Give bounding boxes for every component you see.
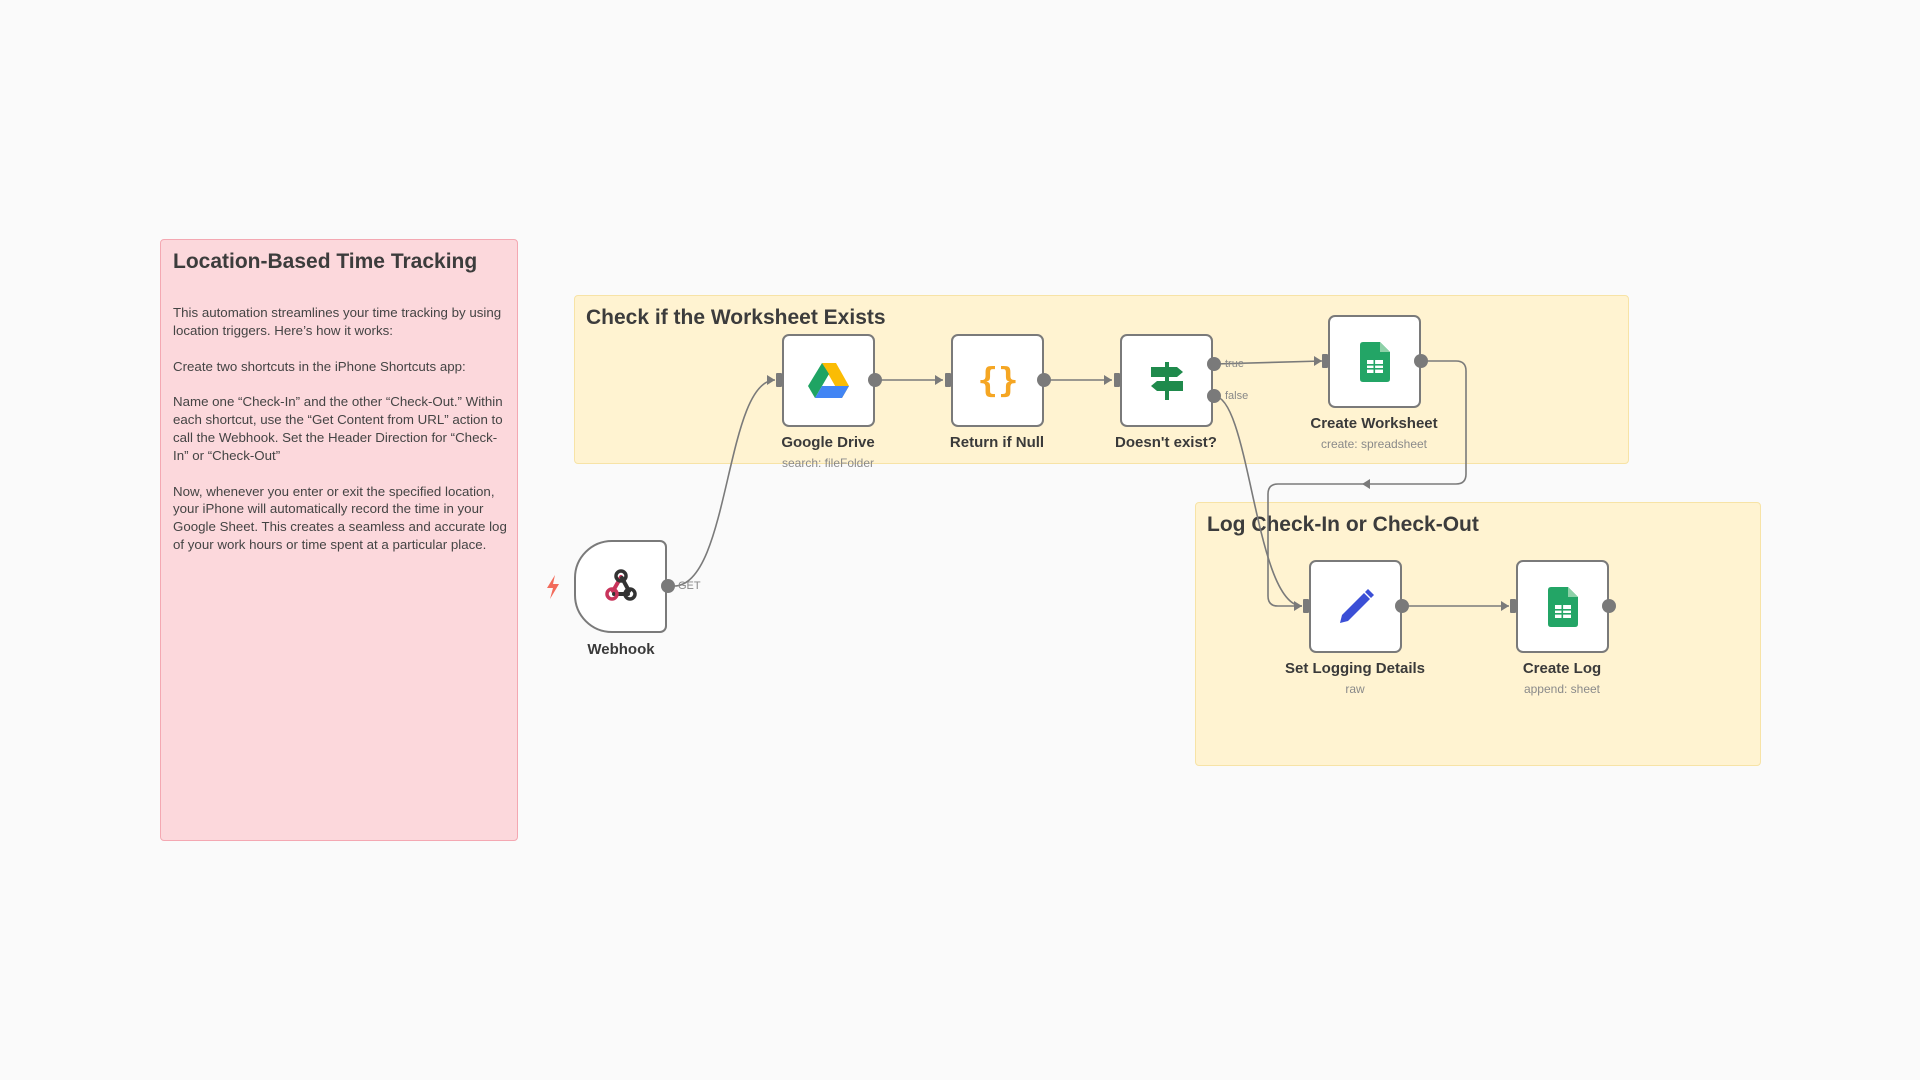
node-subtitle: search: fileFolder — [781, 456, 875, 470]
sticky-note-title: Log Check-In or Check-Out — [1207, 513, 1479, 536]
input-port[interactable] — [945, 373, 951, 387]
node-google-drive[interactable] — [782, 334, 875, 427]
google-sheets-icon — [1354, 341, 1396, 383]
output-port[interactable] — [661, 579, 675, 593]
node-label: Return if Null — [949, 434, 1045, 451]
sticky-note-log[interactable]: Log Check-In or Check-Out — [1195, 502, 1761, 766]
node-set-logging-details[interactable] — [1309, 560, 1402, 653]
input-port[interactable] — [776, 373, 782, 387]
node-if-doesnt-exist[interactable] — [1120, 334, 1213, 427]
output-port[interactable] — [1395, 599, 1409, 613]
node-label: Create Worksheet — [1310, 415, 1438, 432]
sticky-note-title: Location-Based Time Tracking — [173, 250, 478, 273]
output-label-get: GET — [678, 580, 701, 592]
node-return-if-null[interactable]: {} — [951, 334, 1044, 427]
sticky-note-title: Check if the Worksheet Exists — [586, 306, 886, 329]
output-port[interactable] — [1037, 373, 1051, 387]
sticky-note-body: This automation streamlines your time tr… — [173, 304, 509, 572]
node-subtitle: create: spreadsheet — [1320, 437, 1428, 451]
sticky-paragraph: This automation streamlines your time tr… — [173, 305, 502, 338]
node-subtitle: raw — [1345, 682, 1365, 696]
output-label-true: true — [1225, 358, 1244, 370]
node-label: Create Log — [1522, 660, 1602, 677]
lightning-bolt-icon — [547, 575, 559, 599]
sticky-paragraph: Name one “Check-In” and the other “Check… — [173, 394, 503, 463]
output-label-false: false — [1225, 390, 1249, 402]
input-port[interactable] — [1114, 373, 1120, 387]
node-create-log[interactable] — [1516, 560, 1609, 653]
sticky-paragraph: Now, whenever you enter or exit the spec… — [173, 483, 507, 552]
node-subtitle: append: sheet — [1523, 682, 1601, 696]
svg-text:{}: {} — [978, 361, 1018, 401]
node-label: Webhook — [587, 641, 655, 658]
input-port[interactable] — [1303, 599, 1309, 613]
pencil-icon — [1335, 586, 1377, 628]
node-label: Doesn't exist? — [1115, 434, 1217, 451]
node-create-worksheet[interactable] — [1328, 315, 1421, 408]
output-port[interactable] — [1414, 354, 1428, 368]
webhook-icon — [600, 566, 642, 608]
node-label: Set Logging Details — [1284, 660, 1425, 677]
output-port-true[interactable] — [1207, 357, 1221, 371]
output-port-false[interactable] — [1207, 389, 1221, 403]
google-drive-icon — [807, 360, 850, 402]
node-label: Google Drive — [781, 434, 875, 451]
google-sheets-icon — [1542, 586, 1584, 628]
node-webhook[interactable] — [574, 540, 667, 633]
input-port[interactable] — [1510, 599, 1516, 613]
output-port[interactable] — [868, 373, 882, 387]
input-port[interactable] — [1322, 354, 1328, 368]
code-braces-icon: {} — [977, 360, 1019, 402]
output-port[interactable] — [1602, 599, 1616, 613]
arrow-head — [1362, 479, 1370, 489]
sticky-paragraph: Create two shortcuts in the iPhone Short… — [173, 358, 466, 374]
signpost-icon — [1146, 360, 1188, 402]
sticky-note-intro[interactable]: Location-Based Time Tracking This automa… — [160, 239, 518, 841]
